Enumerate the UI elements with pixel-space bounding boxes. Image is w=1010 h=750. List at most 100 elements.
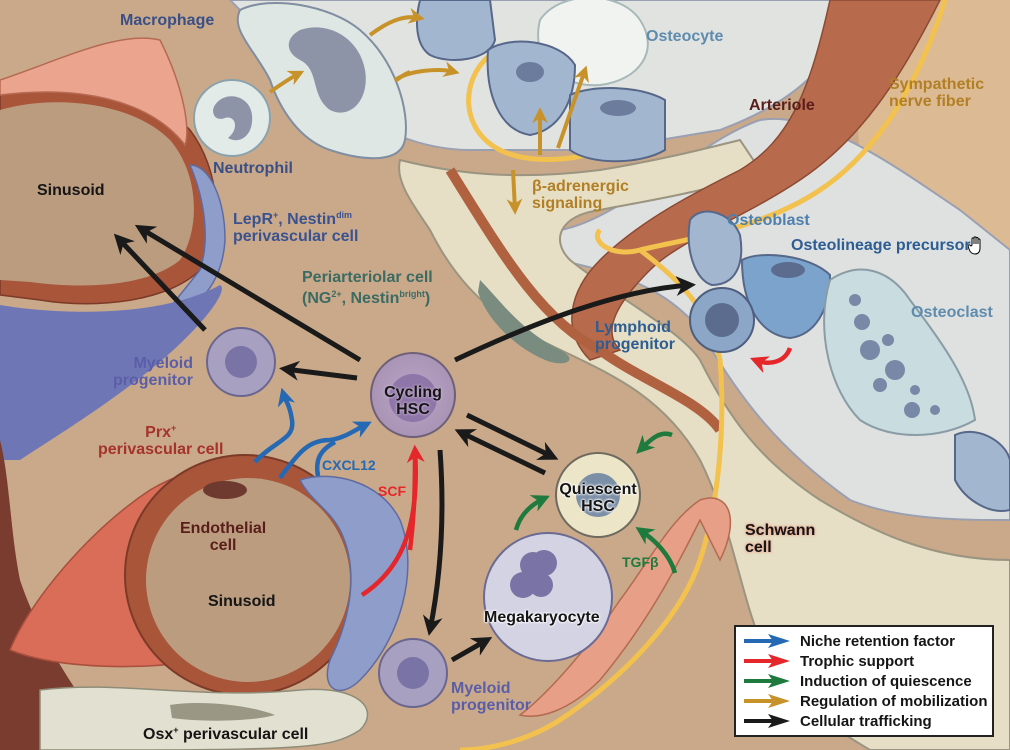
lepr-cell-bottom xyxy=(298,475,409,691)
arteriole-vessel xyxy=(571,0,941,361)
legend-label: Niche retention factor xyxy=(800,632,956,650)
legend-item-trafficking: Cellular trafficking xyxy=(744,711,992,731)
label-cxcl12: CXCL12 xyxy=(322,457,376,473)
periarteriolar-cell-body xyxy=(478,280,570,364)
osx-nucleus xyxy=(170,703,275,721)
legend-item-niche-retention: Niche retention factor xyxy=(744,631,992,651)
sympathetic-line2: nerve fiber xyxy=(889,93,971,110)
osteoblast-cluster-top xyxy=(416,0,666,163)
prx-text: Prx xyxy=(145,424,171,441)
label-tgfb: TGFβ xyxy=(622,554,659,570)
legend-item-quiescence: Induction of quiescence xyxy=(744,671,992,691)
osteolineage-nucleus xyxy=(771,262,805,278)
legend-item-trophic-support: Trophic support xyxy=(744,651,992,671)
dark-vessel-left xyxy=(0,440,120,750)
osteoblast-nucleus xyxy=(600,100,636,116)
legend-item-mobilization: Regulation of mobilization xyxy=(744,691,992,711)
quiescent-line1: Quiescent xyxy=(559,481,637,498)
quiescent-hsc-nucleus xyxy=(576,473,620,517)
arrow-hsc-to-quiescent xyxy=(465,412,559,460)
label-sympathetic-nerve-fiber: Sympathetic nerve fiber xyxy=(889,76,984,110)
arrow-quiescent-to-hsc xyxy=(454,429,547,476)
label-neutrophil: Neutrophil xyxy=(213,160,293,177)
osteoblast-right xyxy=(687,210,743,287)
legend: Niche retention factor Trophic support I… xyxy=(734,625,994,737)
lepr-text: LepR xyxy=(233,211,273,228)
label-endothelial-cell: Endothelial cell xyxy=(180,520,266,554)
arrow-myeloid-to-sinusoid xyxy=(113,233,207,332)
osx-rest: perivascular cell xyxy=(178,726,309,743)
label-lepr-cell: LepR+, Nestindim perivascular cell xyxy=(233,207,358,245)
ng-close: ) xyxy=(424,290,431,307)
endothelial-nucleus xyxy=(203,481,247,499)
scf-arrows xyxy=(360,347,793,597)
arrow-hsc-to-myeloid-left xyxy=(279,360,358,381)
myeloid-progenitor-left-nucleus xyxy=(225,346,257,378)
megakaryocyte-nuclei xyxy=(510,550,557,598)
legend-label: Induction of quiescence xyxy=(800,672,972,690)
trafficking-arrows xyxy=(113,224,696,663)
neutrophil-nucleus xyxy=(213,96,253,141)
cycling-hsc-nucleus xyxy=(389,374,437,422)
lymphoid-line1: Lymphoid xyxy=(595,319,671,336)
cycling-line1: Cycling xyxy=(384,384,442,401)
label-myeloid-progenitor-bottom: Myeloid progenitor xyxy=(451,680,531,714)
periarteriolar-line1: Periarteriolar cell xyxy=(302,269,433,286)
label-megakaryocyte: Megakaryocyte xyxy=(484,609,600,626)
prx-cell-top xyxy=(0,37,188,147)
macrophage-nucleus xyxy=(288,27,366,113)
label-prx-cell: Prx+ perivascular cell xyxy=(98,420,223,458)
quiescent-line2: HSC xyxy=(581,498,615,515)
arrow-myeloid-to-megakaryocyte xyxy=(450,637,493,663)
black-arrow-icon xyxy=(744,714,790,728)
label-osteolineage-precursor: Osteolineage precursor xyxy=(791,237,971,254)
label-schwann-cell: Schwann cell xyxy=(745,522,815,556)
label-arteriole: Arteriole xyxy=(749,97,815,114)
prx-line2: perivascular cell xyxy=(98,441,224,458)
arteriole-wall-lower xyxy=(445,167,725,433)
legend-label: Cellular trafficking xyxy=(800,712,932,730)
label-scf: SCF xyxy=(378,483,406,499)
lymphoid-progenitor-nucleus xyxy=(705,303,739,337)
nerve-branch-loop xyxy=(466,53,602,162)
endosteum-layer xyxy=(398,138,1010,750)
osteoclast-nuclei xyxy=(849,294,940,418)
osteoblast-nucleus xyxy=(516,62,544,82)
label-osteoclast: Osteoclast xyxy=(911,304,993,321)
gold-arrow-icon xyxy=(744,694,790,708)
osteoclast-cell xyxy=(823,268,977,436)
label-lymphoid-progenitor: Lymphoid progenitor xyxy=(595,319,675,353)
ng-nestin: , Nestin xyxy=(341,290,400,307)
quiescence-arrows xyxy=(513,431,678,574)
schwann-cell-sheath xyxy=(518,497,732,717)
myeloid-left-line1: Myeloid xyxy=(133,355,193,372)
legend-label: Trophic support xyxy=(800,652,915,670)
myeloid-progenitor-bottom-nucleus xyxy=(397,657,429,689)
myeloid-bottom-line2: progenitor xyxy=(451,697,531,714)
arrow-hsc-to-lymphoid xyxy=(453,276,696,363)
sympathetic-line1: Sympathetic xyxy=(889,76,985,93)
schwann-line1: Schwann xyxy=(745,522,816,539)
arrow-hsc-to-sinusoid-top xyxy=(134,224,362,363)
endothelial-line2: cell xyxy=(209,537,237,554)
osx-sup: + xyxy=(173,725,179,735)
label-beta-adrenergic: β-adrenergic signaling xyxy=(532,178,629,212)
label-sinusoid-bottom: Sinusoid xyxy=(208,593,276,610)
sinusoid-bottom-lumen xyxy=(146,478,350,682)
schwann-line2: cell xyxy=(745,539,772,556)
blue-arrow-icon xyxy=(744,634,790,648)
ng-open: (NG xyxy=(302,290,332,307)
lymphoid-line2: progenitor xyxy=(595,336,675,353)
green-arrow-icon xyxy=(744,674,790,688)
cxcl12-arrows xyxy=(253,387,372,480)
lepr-line2: perivascular cell xyxy=(233,228,359,245)
myeloid-left-line2: progenitor xyxy=(113,372,193,389)
label-sinusoid-top: Sinusoid xyxy=(37,182,105,199)
label-osteoblast: Osteoblast xyxy=(727,212,810,229)
label-macrophage: Macrophage xyxy=(120,12,215,29)
beta-line1: β-adrenergic xyxy=(532,178,629,195)
lepr-dim: dim xyxy=(336,210,353,220)
ng-sup: 2+ xyxy=(331,289,342,299)
perivascular-blue-large xyxy=(0,285,222,460)
